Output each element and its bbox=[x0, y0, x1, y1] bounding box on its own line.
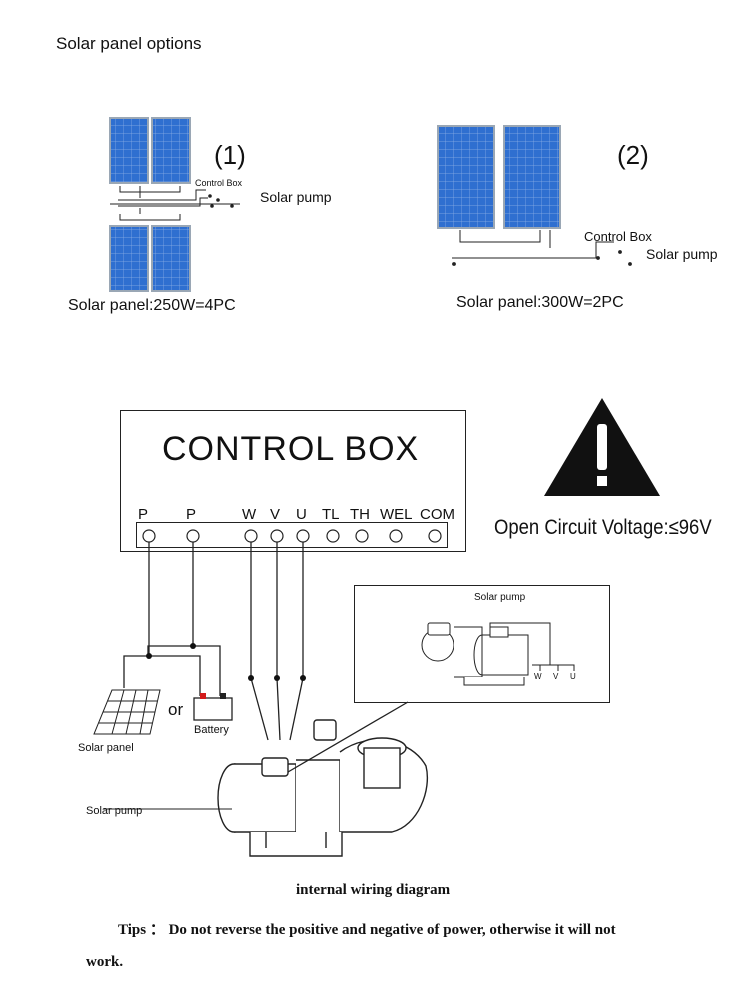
warning-icon bbox=[544, 398, 660, 496]
inset-label: Solar pump bbox=[474, 592, 526, 603]
terminal-w bbox=[244, 529, 258, 543]
option1-panel-bottom-left bbox=[109, 225, 149, 292]
terminal-p2 bbox=[186, 529, 200, 543]
open-circuit-voltage: Open Circuit Voltage:≤96V bbox=[494, 516, 712, 539]
or-label: or bbox=[168, 700, 184, 719]
option2-number: (2) bbox=[617, 140, 649, 170]
terminal-strip bbox=[136, 522, 448, 548]
terminal-label-tl: TL bbox=[322, 506, 340, 523]
option1-panel-top-right bbox=[151, 117, 191, 184]
option2-control-box-label: Control Box bbox=[584, 229, 652, 244]
battery-label: Battery bbox=[194, 724, 229, 736]
terminal-label-com: COM bbox=[420, 506, 455, 523]
option2-caption: Solar panel:300W=2PC bbox=[456, 294, 624, 311]
option2-diagram bbox=[437, 125, 632, 266]
option1-diagram bbox=[109, 117, 240, 292]
terminal-v bbox=[270, 529, 284, 543]
solar-pump-label: Solar pump bbox=[86, 805, 143, 817]
wiring-diagram bbox=[93, 529, 442, 857]
control-box-title: CONTROL BOX bbox=[162, 430, 420, 468]
tips-label: Tips ： bbox=[118, 922, 165, 938]
small-solar-panel-icon bbox=[93, 689, 161, 735]
terminal-label-v: V bbox=[270, 506, 281, 523]
option2-pump-label: Solar pump bbox=[646, 246, 718, 262]
section-title: Solar panel options bbox=[56, 34, 202, 53]
terminal-th bbox=[355, 529, 369, 543]
inset-terminal-v: V bbox=[553, 672, 559, 681]
terminal-p1 bbox=[142, 529, 156, 543]
control-box-frame bbox=[120, 410, 466, 552]
terminal-wel bbox=[389, 529, 403, 543]
option1-panel-bottom-right bbox=[151, 225, 191, 292]
option1-number: (1) bbox=[214, 140, 246, 170]
inset-box bbox=[354, 585, 610, 703]
terminal-label-wel: WEL bbox=[380, 506, 413, 523]
battery-icon bbox=[193, 693, 233, 721]
terminal-label-w: W bbox=[242, 506, 257, 523]
inset-pump-drawing bbox=[421, 622, 575, 686]
terminal-label-u: U bbox=[296, 506, 307, 523]
terminal-label-th: TH bbox=[350, 506, 370, 523]
terminal-label-p1: P bbox=[138, 506, 149, 523]
solar-pump-drawing bbox=[217, 719, 428, 857]
tips: Tips ： Do not reverse the positive and n… bbox=[118, 918, 616, 939]
option2-panel-right bbox=[503, 125, 561, 229]
option2-panel-left bbox=[437, 125, 495, 229]
solar-panel-label: Solar panel bbox=[78, 742, 134, 754]
option1-control-box-label: Control Box bbox=[195, 178, 243, 188]
terminal-u bbox=[296, 529, 310, 543]
tips-line1: Do not reverse the positive and negative… bbox=[168, 922, 616, 938]
terminal-tl bbox=[326, 529, 340, 543]
terminal-com bbox=[428, 529, 442, 543]
option1-pump-label: Solar pump bbox=[260, 189, 332, 205]
option1-panel-top-left bbox=[109, 117, 149, 184]
inset-terminal-u: U bbox=[570, 672, 576, 681]
terminal-label-p2: P bbox=[186, 506, 197, 523]
option1-caption: Solar panel:250W=4PC bbox=[68, 297, 236, 314]
inset-terminal-w: W bbox=[534, 672, 542, 681]
tips-line2: work. bbox=[86, 954, 124, 970]
diagram-caption: internal wiring diagram bbox=[296, 882, 451, 898]
